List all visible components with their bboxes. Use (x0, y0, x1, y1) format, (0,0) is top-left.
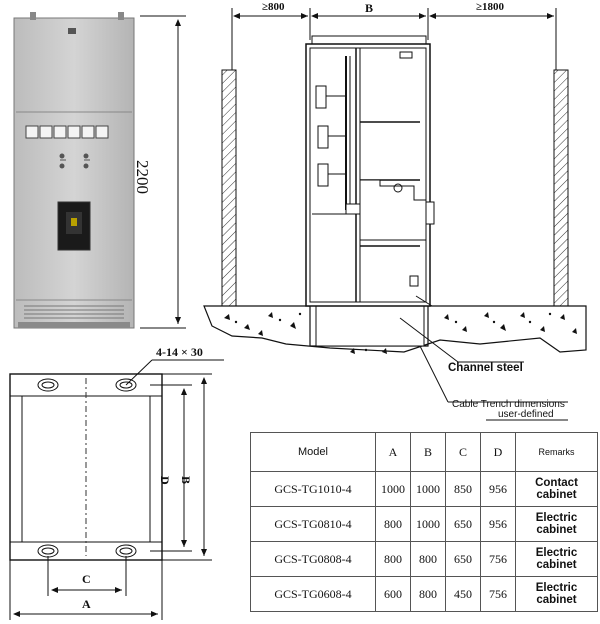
dim-d-label: D (158, 476, 172, 485)
cell-c: 650 (445, 506, 481, 542)
base-plan-view (9, 359, 224, 620)
cell-a: 800 (375, 541, 411, 577)
cabinet-photo (13, 12, 135, 329)
header-model: Model (250, 432, 376, 472)
cable-trench (315, 305, 425, 347)
cell-model: GCS-TG0808-4 (250, 541, 376, 577)
hole-spec-label: 4-14 × 30 (156, 345, 203, 359)
left-wall (221, 69, 237, 313)
cell-d: 756 (480, 541, 516, 577)
cell-d: 956 (480, 471, 516, 507)
mounting-holes (37, 378, 137, 558)
cable-trench-label: Cable Trench dimensions (452, 399, 565, 410)
cable-trench-sublabel: user-defined (498, 409, 554, 420)
left-clearance-label: ≥800 (262, 1, 285, 13)
table-row: GCS-TG0608-4 600 800 450 756 Electric ca… (250, 576, 598, 612)
cell-model: GCS-TG1010-4 (250, 471, 376, 507)
header-b: B (410, 432, 446, 472)
dim-c-label: C (82, 572, 91, 586)
cell-d: 956 (480, 506, 516, 542)
cell-remarks: Electric cabinet (515, 541, 598, 577)
cell-a: 1000 (375, 471, 411, 507)
cell-c: 650 (445, 541, 481, 577)
dim-b-label: B (179, 476, 193, 485)
cell-c: 850 (445, 471, 481, 507)
header-d: D (480, 432, 516, 472)
meter-row (25, 125, 109, 139)
cell-a: 600 (375, 576, 411, 612)
ventilation-slots (24, 305, 124, 319)
trench-leader (419, 345, 449, 403)
dim-a-label: A (82, 597, 91, 611)
cell-b: 800 (410, 541, 446, 577)
height-dimension-label: 2200 (133, 160, 152, 194)
height-dimension (140, 15, 186, 329)
section-width-label: B (365, 1, 374, 15)
right-wall (553, 69, 569, 313)
cabinet-section (305, 35, 435, 307)
table-row: GCS-TG0808-4 800 800 650 756 Electric ca… (250, 541, 598, 577)
cell-b: 800 (410, 576, 446, 612)
header-c: C (445, 432, 481, 472)
table-row: GCS-TG0810-4 800 1000 650 956 Electric c… (250, 506, 598, 542)
cell-b: 1000 (410, 471, 446, 507)
cell-remarks: Electric cabinet (515, 576, 598, 612)
channel-steel-label: Channel steel (448, 362, 523, 374)
table-row: GCS-TG1010-4 1000 1000 850 956 Contact c… (250, 471, 598, 507)
table-header-row: Model A B C D Remarks (250, 432, 598, 472)
header-a: A (375, 432, 411, 472)
cell-model: GCS-TG0810-4 (250, 506, 376, 542)
cell-a: 800 (375, 506, 411, 542)
cell-model: GCS-TG0608-4 (250, 576, 376, 612)
header-remarks: Remarks (515, 432, 598, 472)
channel-steel-leader (399, 317, 459, 363)
section-view (203, 8, 587, 421)
cell-remarks: Contact cabinet (515, 471, 598, 507)
cell-d: 756 (480, 576, 516, 612)
cell-c: 450 (445, 576, 481, 612)
cell-remarks: Electric cabinet (515, 506, 598, 542)
cell-b: 1000 (410, 506, 446, 542)
right-clearance-label: ≥1800 (476, 1, 505, 13)
model-dimensions-table: Model A B C D Remarks GCS-TG1010-4 1000 … (250, 432, 598, 612)
